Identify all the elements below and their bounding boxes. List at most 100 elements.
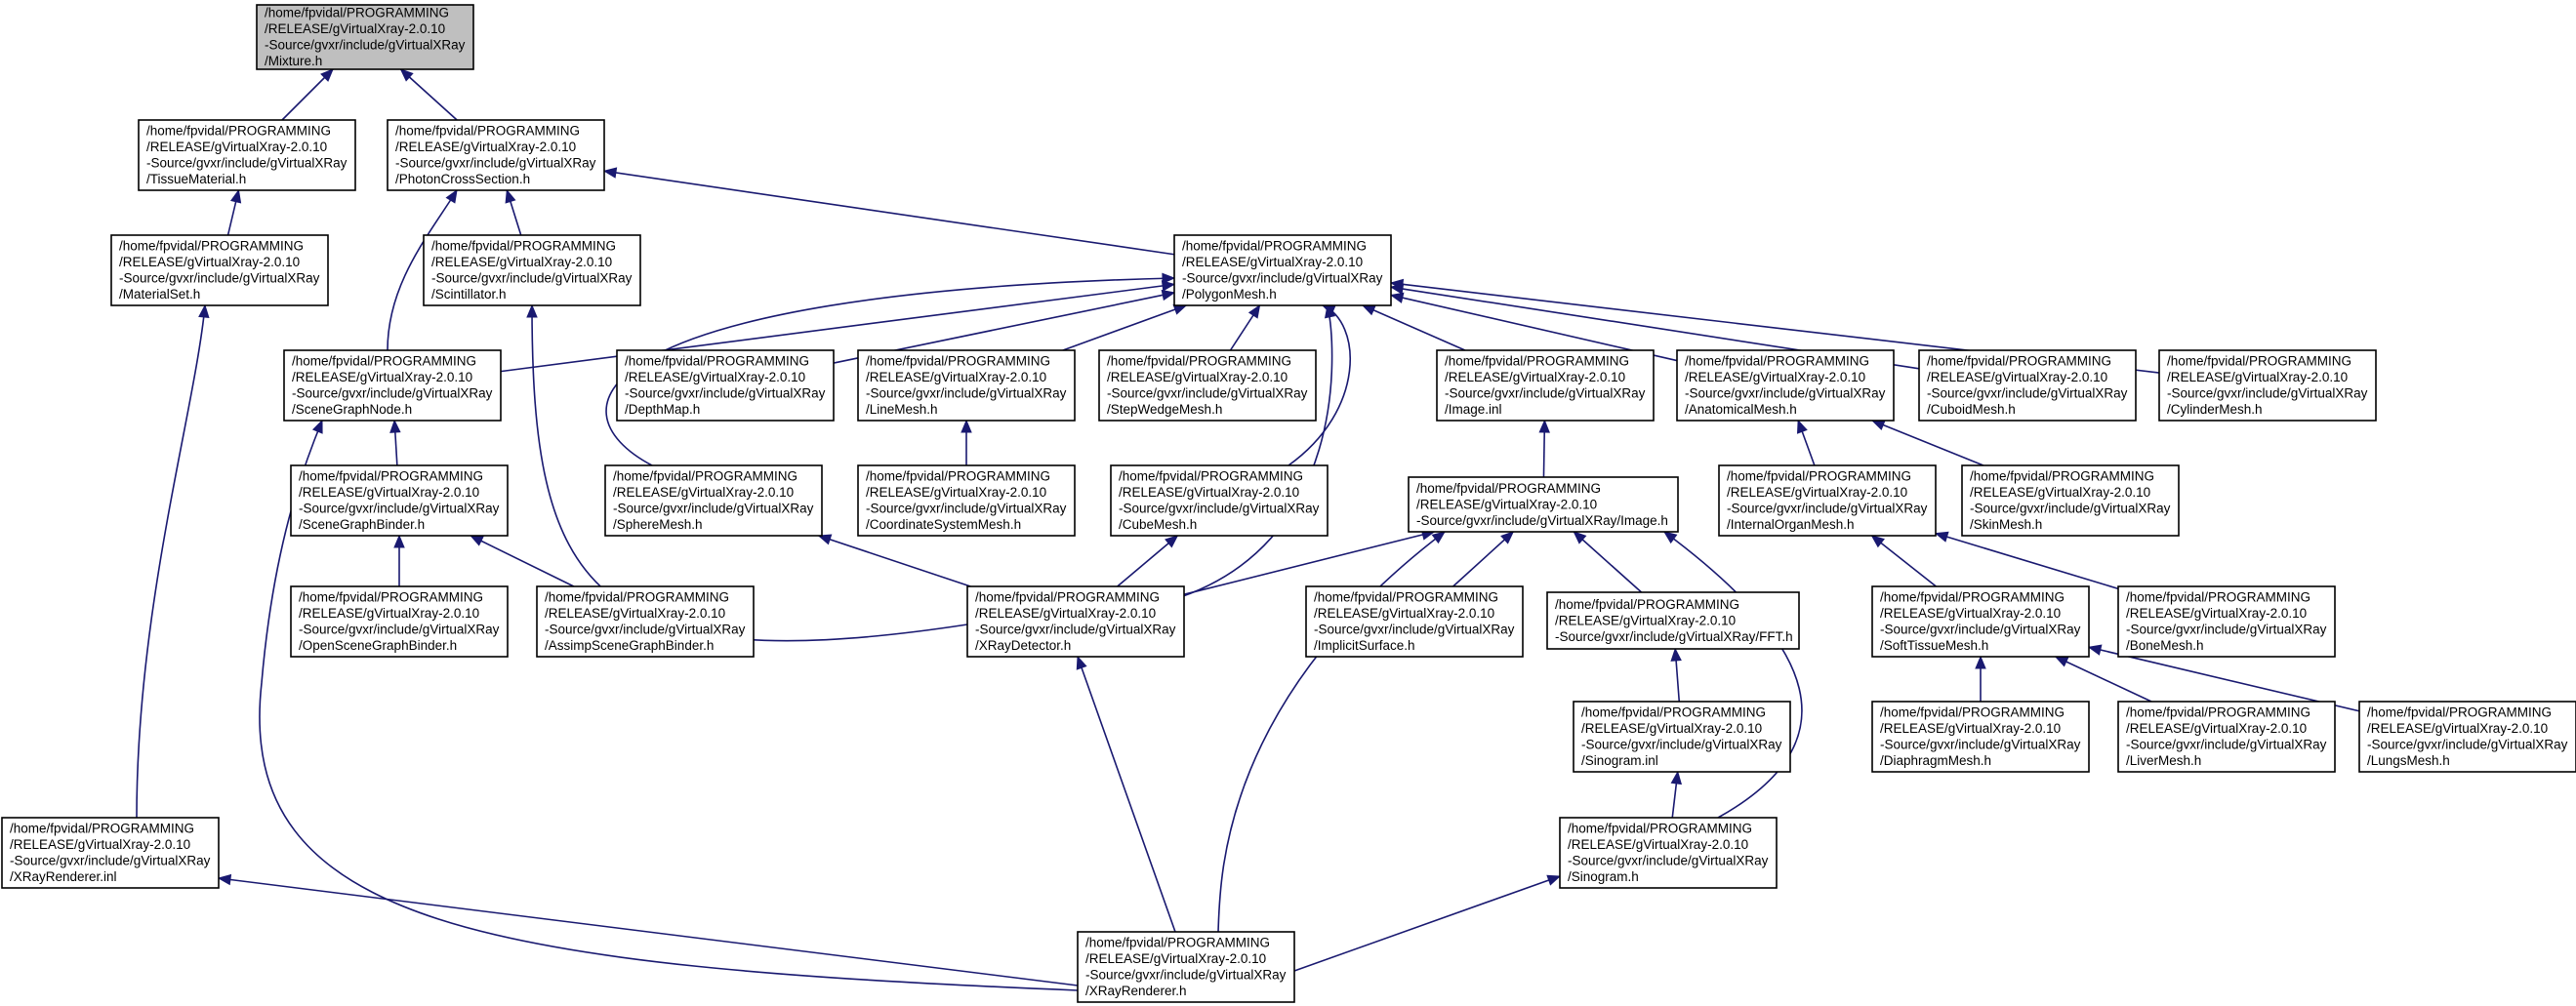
node-photoncrosssection-label-line: /home/fpvidal/PROGRAMMING: [395, 124, 580, 139]
node-lungsmesh[interactable]: /home/fpvidal/PROGRAMMING/RELEASE/gVirtu…: [2358, 701, 2576, 773]
node-scenegraphnode-box: [283, 349, 502, 422]
node-xrayrendererinl-label-line: /XRayRenderer.inl: [10, 869, 117, 884]
edge-photoncrosssection-to-mixture-line: [400, 68, 458, 121]
node-openscenegraphbinder-label-line: /OpenSceneGraphBinder.h: [299, 638, 457, 653]
node-mixture-label-line: /home/fpvidal/PROGRAMMING: [265, 6, 449, 20]
node-cubemesh-label-line: /home/fpvidal/PROGRAMMING: [1119, 469, 1303, 484]
node-materialset[interactable]: /home/fpvidal/PROGRAMMING/RELEASE/gVirtu…: [110, 234, 329, 306]
node-coordinatesystemmesh[interactable]: /home/fpvidal/PROGRAMMING/RELEASE/gVirtu…: [857, 464, 1076, 537]
edge-internalorganmesh-to-anatomicalmesh-arrowhead: [1796, 419, 1808, 434]
node-diaphragmmesh-label-line: /home/fpvidal/PROGRAMMING: [1880, 705, 2065, 720]
node-ffth-box: [1546, 591, 1800, 650]
node-cylindermesh[interactable]: /home/fpvidal/PROGRAMMING/RELEASE/gVirtu…: [2158, 349, 2377, 422]
edge-sinogramh-to-imageh-line: [1663, 531, 1803, 819]
node-cubemesh[interactable]: /home/fpvidal/PROGRAMMING/RELEASE/gVirtu…: [1110, 464, 1329, 537]
node-xrayrendererh[interactable]: /home/fpvidal/PROGRAMMING/RELEASE/gVirtu…: [1077, 931, 1295, 1003]
edge-implicitsurface-to-imageh-arrowhead: [1500, 531, 1515, 544]
node-sinograminl-label-line: /home/fpvidal/PROGRAMMING: [1581, 705, 1766, 720]
node-sinogramh-label-line: /home/fpvidal/PROGRAMMING: [1568, 822, 1752, 836]
edge-livermesh-to-softtissuemesh: [2054, 656, 2152, 703]
edge-xraydetector-to-cubemesh-arrowhead: [1165, 535, 1179, 548]
node-livermesh-label-line: /RELEASE/gVirtualXray-2.0.10: [2126, 721, 2307, 736]
node-cylindermesh-label-line: /CylinderMesh.h: [2167, 402, 2263, 417]
node-cubemesh-label-line: /RELEASE/gVirtualXray-2.0.10: [1119, 485, 1299, 500]
node-scenegraphnode[interactable]: /home/fpvidal/PROGRAMMING/RELEASE/gVirtu…: [283, 349, 502, 422]
node-anatomicalmesh[interactable]: /home/fpvidal/PROGRAMMING/RELEASE/gVirtu…: [1676, 349, 1895, 422]
node-internalorganmesh-label-line: /InternalOrganMesh.h: [1727, 517, 1855, 532]
node-anatomicalmesh-label-line: /AnatomicalMesh.h: [1685, 402, 1797, 417]
node-sinogramh[interactable]: /home/fpvidal/PROGRAMMING/RELEASE/gVirtu…: [1559, 817, 1778, 889]
node-photoncrosssection-label-line: /PhotonCrossSection.h: [395, 172, 530, 186]
node-cylindermesh-label-line: -Source/gvxr/include/gVirtualXRay: [2167, 386, 2368, 401]
edge-ffth-to-imageh: [1573, 531, 1643, 593]
node-cuboidmesh[interactable]: /home/fpvidal/PROGRAMMING/RELEASE/gVirtu…: [1918, 349, 2137, 422]
node-implicitsurface[interactable]: /home/fpvidal/PROGRAMMING/RELEASE/gVirtu…: [1305, 585, 1524, 658]
node-implicitsurface-label-line: -Source/gvxr/include/gVirtualXRay: [1314, 623, 1515, 637]
edge-xrayrendererh-to-xrayrendererinl: [217, 873, 1079, 986]
node-cuboidmesh-box: [1918, 349, 2137, 422]
node-stepwedgemesh[interactable]: /home/fpvidal/PROGRAMMING/RELEASE/gVirtu…: [1098, 349, 1317, 422]
node-mixture[interactable]: /home/fpvidal/PROGRAMMING/RELEASE/gVirtu…: [256, 4, 474, 70]
node-stepwedgemesh-label-line: /home/fpvidal/PROGRAMMING: [1107, 354, 1291, 369]
node-photoncrosssection-label-line: -Source/gvxr/include/gVirtualXRay: [395, 156, 596, 171]
node-stepwedgemesh-box: [1098, 349, 1317, 422]
edge-xrayrendererh-to-xraydetector: [1076, 655, 1176, 933]
node-diaphragmmesh-label-line: /DiaphragmMesh.h: [1880, 753, 1991, 768]
node-diaphragmmesh[interactable]: /home/fpvidal/PROGRAMMING/RELEASE/gVirtu…: [1871, 701, 2090, 773]
node-polygonmesh-box: [1173, 234, 1392, 306]
node-lungsmesh-label-line: -Source/gvxr/include/gVirtualXRay: [2367, 738, 2568, 752]
node-linemesh[interactable]: /home/fpvidal/PROGRAMMING/RELEASE/gVirtu…: [857, 349, 1076, 422]
node-xraydetector[interactable]: /home/fpvidal/PROGRAMMING/RELEASE/gVirtu…: [966, 585, 1185, 658]
node-xraydetector-label-line: -Source/gvxr/include/gVirtualXRay: [975, 623, 1176, 637]
node-assimpscenegraphbinder[interactable]: /home/fpvidal/PROGRAMMING/RELEASE/gVirtu…: [536, 585, 755, 658]
edge-tissuematerial-to-mixture: [281, 68, 334, 121]
node-depthmap[interactable]: /home/fpvidal/PROGRAMMING/RELEASE/gVirtu…: [616, 349, 835, 422]
node-ffth[interactable]: /home/fpvidal/PROGRAMMING/RELEASE/gVirtu…: [1546, 591, 1800, 650]
node-lungsmesh-box: [2358, 701, 2576, 773]
node-internalorganmesh-box: [1718, 464, 1937, 537]
edge-xrayrendererh-to-sinogramh: [1293, 874, 1562, 972]
node-materialset-label-line: /RELEASE/gVirtualXray-2.0.10: [119, 255, 300, 269]
node-skinmesh[interactable]: /home/fpvidal/PROGRAMMING/RELEASE/gVirtu…: [1961, 464, 2180, 537]
node-spheremesh[interactable]: /home/fpvidal/PROGRAMMING/RELEASE/gVirtu…: [604, 464, 823, 537]
node-lungsmesh-label-line: /home/fpvidal/PROGRAMMING: [2367, 705, 2552, 720]
node-mixture-label-line: /RELEASE/gVirtualXray-2.0.10: [265, 21, 445, 36]
node-livermesh[interactable]: /home/fpvidal/PROGRAMMING/RELEASE/gVirtu…: [2117, 701, 2336, 773]
node-polygonmesh-label-line: -Source/gvxr/include/gVirtualXRay: [1182, 271, 1383, 286]
node-scenegraphnode-label-line: /SceneGraphNode.h: [292, 402, 412, 417]
node-xrayrendererh-box: [1077, 931, 1295, 1003]
edge-livermesh-to-softtissuemesh-arrowhead: [2054, 656, 2069, 667]
node-xrayrendererinl-box: [1, 817, 220, 889]
node-xrayrendererinl[interactable]: /home/fpvidal/PROGRAMMING/RELEASE/gVirtu…: [1, 817, 220, 889]
node-sinograminl[interactable]: /home/fpvidal/PROGRAMMING/RELEASE/gVirtu…: [1573, 701, 1791, 773]
node-stepwedgemesh-label-line: /StepWedgeMesh.h: [1107, 402, 1222, 417]
edge-diaphragmmesh-to-softtissuemesh-arrowhead: [1975, 655, 1986, 669]
node-scenegraphbinder[interactable]: /home/fpvidal/PROGRAMMING/RELEASE/gVirtu…: [290, 464, 509, 537]
edge-imageinl-to-polygonmesh: [1361, 304, 1466, 351]
node-implicitsurface-label-line: /RELEASE/gVirtualXray-2.0.10: [1314, 606, 1494, 621]
edge-softtissuemesh-to-internalorganmesh-line: [1871, 535, 1937, 587]
node-photoncrosssection[interactable]: /home/fpvidal/PROGRAMMING/RELEASE/gVirtu…: [387, 119, 605, 191]
node-openscenegraphbinder[interactable]: /home/fpvidal/PROGRAMMING/RELEASE/gVirtu…: [290, 585, 509, 658]
node-cylindermesh-label-line: /home/fpvidal/PROGRAMMING: [2167, 354, 2351, 369]
node-softtissuemesh[interactable]: /home/fpvidal/PROGRAMMING/RELEASE/gVirtu…: [1871, 585, 2090, 658]
node-imageinl[interactable]: /home/fpvidal/PROGRAMMING/RELEASE/gVirtu…: [1436, 349, 1655, 422]
edge-scintillator-to-photoncrosssection: [505, 188, 522, 236]
node-bonemesh-label-line: /BoneMesh.h: [2126, 638, 2204, 653]
node-imageh[interactable]: /home/fpvidal/PROGRAMMING/RELEASE/gVirtu…: [1408, 476, 1679, 533]
node-polygonmesh[interactable]: /home/fpvidal/PROGRAMMING/RELEASE/gVirtu…: [1173, 234, 1392, 306]
node-bonemesh[interactable]: /home/fpvidal/PROGRAMMING/RELEASE/gVirtu…: [2117, 585, 2336, 658]
node-assimpscenegraphbinder-label-line: /RELEASE/gVirtualXray-2.0.10: [545, 606, 725, 621]
node-tissuematerial[interactable]: /home/fpvidal/PROGRAMMING/RELEASE/gVirtu…: [138, 119, 356, 191]
node-materialset-box: [110, 234, 329, 306]
node-scintillator[interactable]: /home/fpvidal/PROGRAMMING/RELEASE/gVirtu…: [423, 234, 641, 306]
node-imageh-box: [1408, 476, 1679, 533]
node-skinmesh-box: [1961, 464, 2180, 537]
node-ffth-label-line: /RELEASE/gVirtualXray-2.0.10: [1555, 613, 1736, 627]
node-implicitsurface-label-line: /home/fpvidal/PROGRAMMING: [1314, 590, 1498, 605]
node-assimpscenegraphbinder-label-line: /home/fpvidal/PROGRAMMING: [545, 590, 729, 605]
edge-scenegraphnode-to-polygonmesh: [500, 280, 1176, 373]
node-softtissuemesh-label-line: /SoftTissueMesh.h: [1880, 638, 1988, 653]
edge-scenegraphnode-to-polygonmesh-line: [500, 283, 1175, 373]
node-internalorganmesh[interactable]: /home/fpvidal/PROGRAMMING/RELEASE/gVirtu…: [1718, 464, 1937, 537]
